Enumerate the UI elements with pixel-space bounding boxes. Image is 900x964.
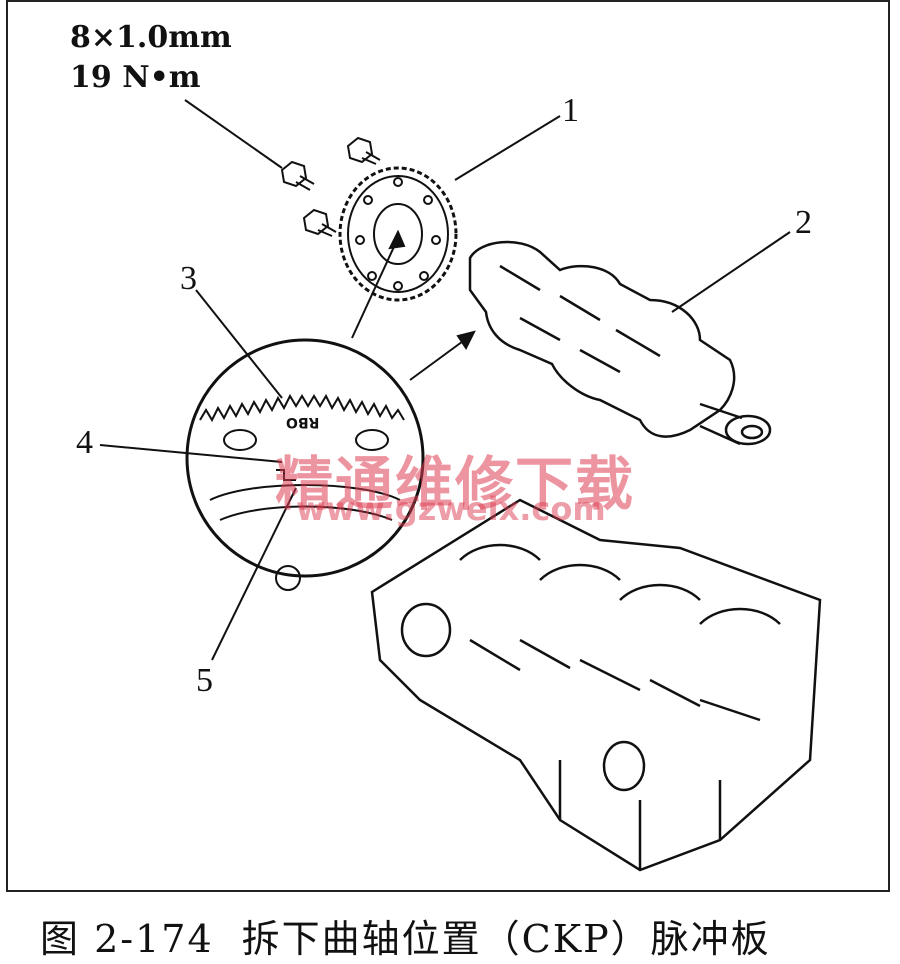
figure-caption: 图 2-174 拆下曲轴位置（CKP）脉冲板 bbox=[40, 908, 799, 963]
bolt-thread-spec: 8×1.0mm bbox=[70, 20, 232, 55]
engine-block bbox=[370, 498, 822, 872]
callout-leader-3 bbox=[195, 289, 283, 399]
spec-leader-line bbox=[184, 99, 283, 169]
callout-3: 3 bbox=[180, 260, 197, 297]
detail-label: RBO bbox=[286, 414, 320, 430]
callout-5: 5 bbox=[196, 662, 213, 699]
figure-number: 图 2-174 bbox=[40, 917, 214, 961]
callout-leader-4 bbox=[99, 444, 283, 463]
bolt-icon bbox=[346, 136, 381, 165]
arrow-head bbox=[388, 229, 406, 250]
callout-leader-1 bbox=[454, 115, 561, 181]
arrow-head bbox=[456, 330, 476, 350]
detail-magnifier bbox=[185, 338, 425, 591]
callout-leader-2 bbox=[671, 231, 791, 313]
figure-frame bbox=[6, 0, 890, 892]
watermark-url: www.gzweix.com bbox=[296, 490, 606, 528]
bolt-icon bbox=[280, 160, 315, 191]
crankshaft bbox=[468, 240, 772, 446]
plate-arrow bbox=[351, 237, 399, 339]
watermark-text: 精通维修下载 bbox=[275, 450, 636, 518]
ckp-pulse-plate bbox=[338, 166, 458, 302]
callout-leader-5 bbox=[211, 487, 297, 661]
detail-arrow bbox=[409, 335, 471, 381]
callout-4: 4 bbox=[76, 424, 93, 461]
callout-2: 2 bbox=[795, 204, 812, 241]
bolt-icon bbox=[302, 208, 337, 237]
callout-1: 1 bbox=[562, 92, 579, 129]
figure-title: 拆下曲轴位置（CKP）脉冲板 bbox=[241, 917, 771, 961]
bolt-torque-spec: 19 N•m bbox=[70, 60, 201, 95]
